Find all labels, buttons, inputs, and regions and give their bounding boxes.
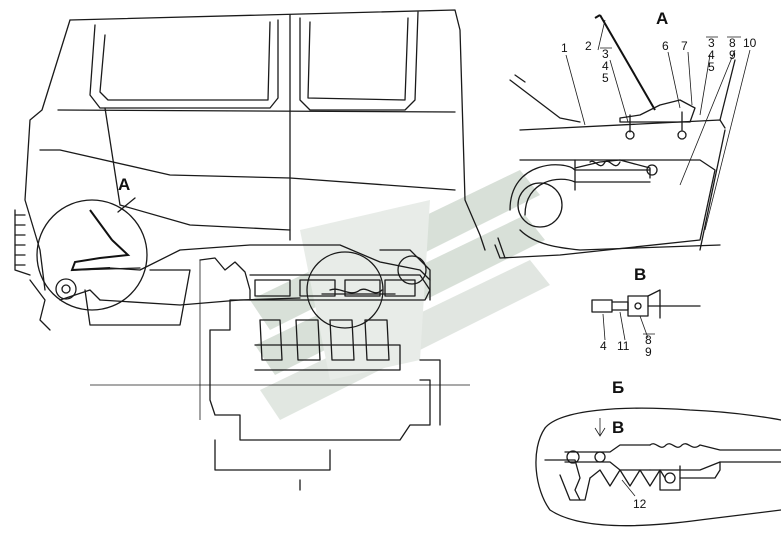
part-label-7: 7 [681, 39, 688, 53]
part-label-8b: 8 [645, 333, 652, 347]
engine-block [90, 249, 470, 491]
view-label-b: Б [612, 378, 624, 397]
part-label-3a: 3 [602, 47, 609, 61]
view-label-a-main: А [118, 175, 130, 194]
view-label-a-detail: А [656, 9, 668, 28]
cable-run [99, 244, 431, 306]
detail-circle-a [36, 197, 148, 311]
part-label-12: 12 [633, 497, 647, 511]
part-label-4a: 4 [602, 59, 609, 73]
part-label-10: 10 [743, 36, 757, 50]
part-label-6: 6 [662, 39, 669, 53]
part-label-4c: 4 [600, 339, 607, 353]
cab-body [14, 9, 486, 331]
part-label-9b: 9 [645, 345, 652, 359]
part-label-9a: 9 [729, 48, 736, 62]
view-arrow-label-v: В [612, 418, 624, 437]
part-label-4b: 4 [708, 48, 715, 62]
view-a-detail [494, 14, 751, 259]
part-label-2: 2 [585, 39, 592, 53]
part-label-3b: 3 [708, 36, 715, 50]
part-label-1: 1 [561, 41, 568, 55]
part-label-5b: 5 [708, 60, 715, 74]
view-v-detail [591, 289, 701, 341]
part-label-5a: 5 [602, 71, 609, 85]
part-label-11: 11 [617, 339, 630, 353]
watermark-logo [250, 170, 550, 420]
view-label-v-detail: В [634, 265, 646, 284]
view-b-detail [535, 407, 781, 527]
part-label-8a: 8 [729, 36, 736, 50]
